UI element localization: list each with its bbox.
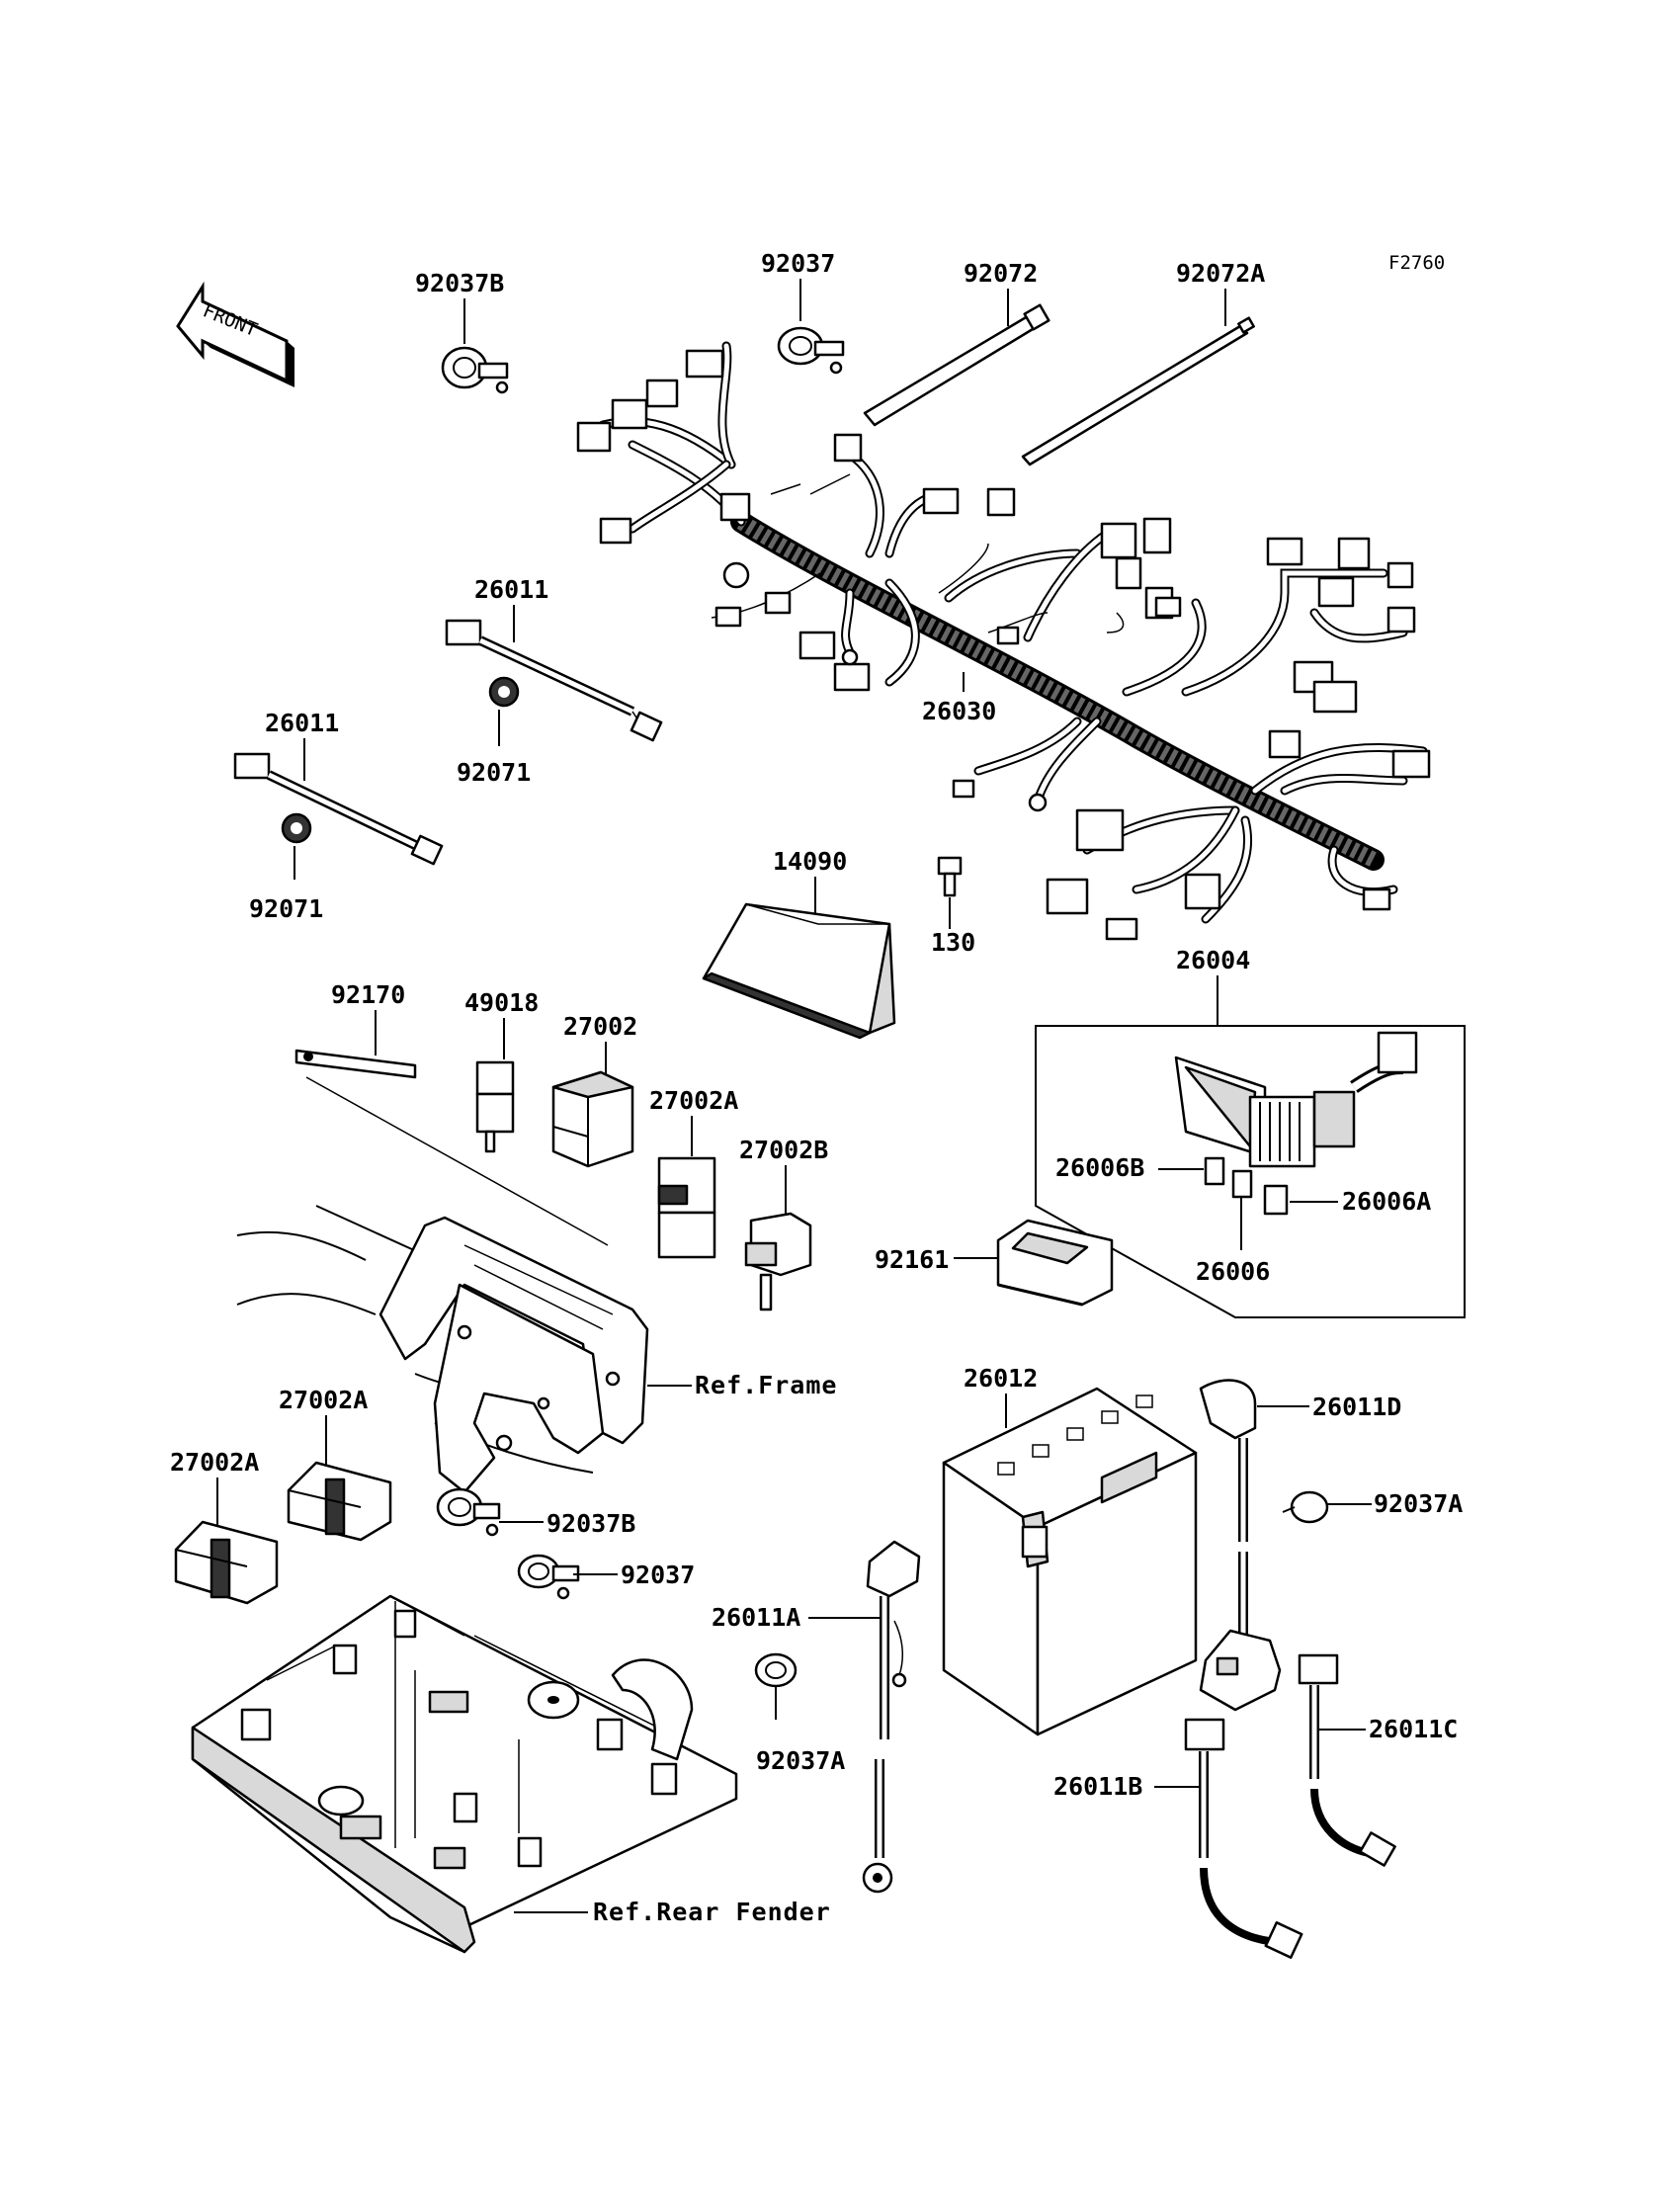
bracket-92170 [294,1049,417,1079]
label-92037A-right: 92037A [1374,1489,1463,1518]
clamp-92037B-top [441,346,509,394]
label-92072: 92072 [964,259,1038,288]
relay-49018 [475,1060,515,1153]
relay-27002A-low-left [174,1520,279,1605]
fuse-26006B [1204,1156,1225,1186]
rear-fender-reference [191,1594,738,1954]
label-26011D: 26011D [1312,1393,1401,1421]
label-27002: 27002 [563,1012,637,1041]
relay-27002A-mid [657,1156,716,1259]
ref-rear-fender-label: Ref.Rear Fender [593,1898,831,1926]
frame-reference [236,1205,649,1494]
label-92071-lower: 92071 [249,894,323,923]
relay-27002 [551,1070,634,1168]
label-27002A-low-right: 27002A [279,1386,368,1414]
label-49018: 49018 [464,988,539,1017]
relay-27002B [744,1212,812,1311]
label-26011C: 26011C [1369,1715,1458,1743]
front-arrow-icon: FRONT [176,281,294,387]
label-26011-upper: 26011 [474,575,548,604]
label-26012: 26012 [964,1364,1038,1393]
label-92037B-low: 92037B [546,1509,635,1538]
lead-26011C [1298,1653,1396,1867]
label-26006A: 26006A [1342,1187,1431,1216]
main-harness-26030 [576,341,1431,941]
label-92037-top: 92037 [761,249,835,278]
figure-code: F2760 [1388,252,1445,274]
label-92170: 92170 [331,980,405,1009]
label-26011-lower: 26011 [265,709,339,737]
label-92072A: 92072A [1176,259,1265,288]
label-27002A-mid: 27002A [649,1086,738,1115]
clamp-92037A-low [754,1652,798,1688]
bolt-130 [937,856,963,897]
grommet-92071-lower [281,812,312,844]
label-26006: 26006 [1196,1257,1270,1286]
clamp-92037A-right [1282,1490,1329,1524]
lead-26011-lower [233,752,444,866]
clamp-92037-top [777,326,845,375]
group-box-26004 [1035,1025,1466,1318]
label-26006B: 26006B [1055,1153,1144,1182]
lead-26011D [1199,1379,1282,1712]
label-92037-low: 92037 [621,1561,695,1589]
label-14090: 14090 [773,847,847,876]
label-92161: 92161 [875,1245,949,1274]
grommet-92071-upper [488,676,520,708]
label-27002A-low-left: 27002A [170,1448,259,1477]
cover-14090 [702,902,896,1040]
battery-26012 [942,1387,1198,1736]
label-27002B: 27002B [739,1136,828,1164]
cable-tie-92072 [863,303,1050,427]
fuse-holder-92161 [996,1219,1114,1307]
lead-26011A [862,1540,921,1894]
fuse-26006A [1263,1184,1289,1216]
label-92037A-low: 92037A [756,1746,845,1775]
fuse-26006 [1231,1169,1253,1199]
clamp-92037-low [517,1554,580,1600]
label-26004: 26004 [1176,946,1250,974]
label-26011A: 26011A [712,1603,800,1632]
label-26011B: 26011B [1053,1772,1142,1801]
ref-frame-label: Ref.Frame [695,1371,837,1399]
label-92037B-top: 92037B [415,269,504,297]
lead-26011B [1184,1718,1303,1959]
label-92071-upper: 92071 [457,758,531,787]
lead-26011-upper [445,619,663,742]
label-130: 130 [931,928,975,957]
cable-tie-92072A [1021,316,1255,466]
clamp-92037B-low [436,1487,501,1537]
relay-27002A-low-right [287,1461,392,1542]
label-26030: 26030 [922,697,996,725]
fuse-box-26004 [1174,1031,1418,1168]
